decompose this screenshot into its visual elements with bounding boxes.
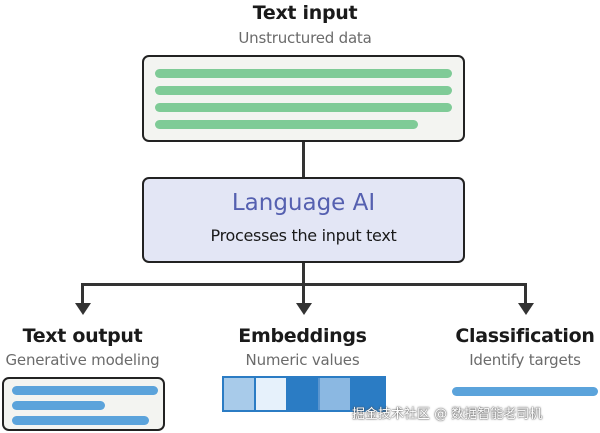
text-output-box [2, 377, 165, 431]
text-line [155, 103, 452, 112]
embedding-vector [222, 376, 386, 412]
text-output-title: Text output [22, 325, 143, 347]
embedding-cell [320, 378, 352, 410]
classification-title: Classification [455, 325, 595, 347]
text-line [12, 416, 149, 425]
language-ai-title: Language AI [231, 190, 376, 216]
text-line [155, 120, 418, 129]
classification-target-bar [452, 387, 598, 396]
embedding-cell [256, 378, 288, 410]
arrow-down-icon [518, 303, 534, 315]
classification-subtitle: Identify targets [469, 351, 581, 369]
connector-line [302, 283, 305, 305]
text-line [155, 86, 452, 95]
embeddings-title: Embeddings [238, 325, 367, 347]
language-ai-subtitle: Processes the input text [210, 226, 397, 245]
connector-line [524, 283, 527, 305]
connector-line [302, 263, 305, 285]
arrow-down-icon [296, 303, 312, 315]
text-output-subtitle: Generative modeling [5, 351, 160, 369]
embedding-cell [352, 378, 384, 410]
text-input-title: Text input [252, 2, 358, 24]
language-ai-box [142, 177, 465, 263]
text-line [12, 401, 105, 410]
text-line [155, 69, 452, 78]
connector-line [302, 142, 305, 178]
text-line [12, 386, 158, 395]
text-input-box [142, 55, 465, 142]
text-input-subtitle: Unstructured data [238, 29, 372, 47]
embedding-cell [288, 378, 320, 410]
watermark: 掘金技术社区 @ 数据智能老司机 [352, 407, 543, 422]
embedding-cell [224, 378, 256, 410]
connector-line [81, 283, 84, 305]
embeddings-subtitle: Numeric values [245, 351, 360, 369]
arrow-down-icon [75, 303, 91, 315]
